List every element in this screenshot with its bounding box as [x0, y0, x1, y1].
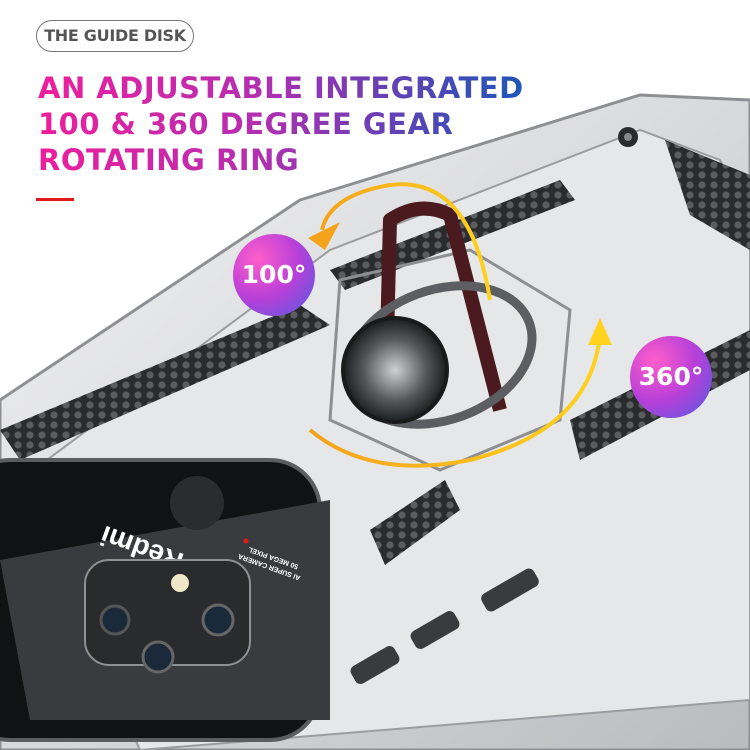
side-button [350, 646, 400, 684]
camera-lens [201, 603, 235, 637]
angle-badge-100: 100° [233, 234, 315, 316]
grip-panel [665, 140, 750, 250]
headline-line: 100 & 360 DEGREE GEAR [38, 107, 454, 141]
grip-panel [370, 480, 460, 565]
guide-disk-badge: THE GUIDE DISK [36, 20, 194, 52]
side-button [481, 568, 539, 612]
camera-lens [99, 604, 131, 636]
rotating-disk [341, 316, 449, 424]
rotation-arrow-100 [320, 182, 492, 301]
headline-line: AN ADJUSTABLE INTEGRATED [38, 71, 524, 105]
headline: AN ADJUSTABLE INTEGRATED 100 & 360 DEGRE… [38, 70, 524, 178]
accent-divider [36, 198, 74, 201]
grip-panel [0, 305, 330, 460]
rotation-arrow-360 [308, 334, 602, 468]
angle-badge-360: 360° [630, 336, 712, 418]
headline-line: ROTATING RING [38, 143, 300, 177]
ring-holder-base [328, 248, 572, 472]
side-button [410, 611, 460, 649]
camera-lens [141, 640, 175, 674]
flash [171, 574, 189, 592]
ring-stand [378, 201, 507, 421]
